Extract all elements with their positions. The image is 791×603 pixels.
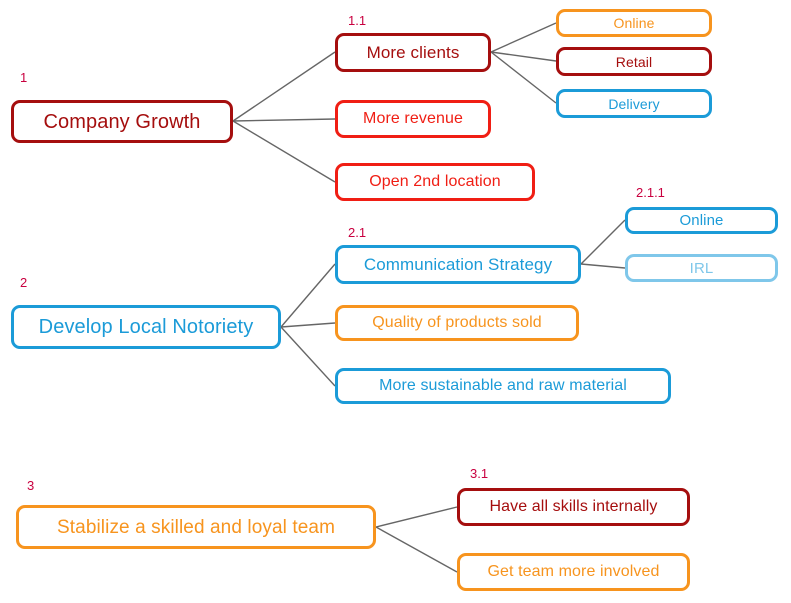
node-number-label-n1: 1	[20, 70, 28, 85]
node-number-label-n2_1_1: 2.1.1	[636, 185, 665, 200]
edge-n1_1-to-n1_1_2	[490, 51, 557, 62]
node-n1_1_1[interactable]: Online	[556, 9, 712, 37]
edge-n2-to-n2_1	[280, 263, 336, 328]
node-n1_1[interactable]: More clients	[335, 33, 491, 72]
node-n2_2[interactable]: Quality of products sold	[335, 305, 579, 341]
node-n3_1[interactable]: Have all skills internally	[457, 488, 690, 526]
edge-n2_1-to-n2_1_1	[580, 219, 626, 265]
node-n1_1_3[interactable]: Delivery	[556, 89, 712, 118]
node-n2_1_1[interactable]: Online	[625, 207, 778, 234]
edge-n1-to-n1_3	[232, 120, 336, 183]
edge-n2-to-n2_3	[280, 326, 336, 387]
node-n1[interactable]: Company Growth	[11, 100, 233, 143]
edge-n1_1-to-n1_1_3	[490, 51, 557, 104]
edge-n1-to-n1_2	[232, 118, 336, 122]
node-n2_1_2[interactable]: IRL	[625, 254, 778, 282]
edge-n1_1-to-n1_1_1	[490, 22, 557, 53]
node-number-label-n1_1: 1.1	[348, 13, 367, 28]
edge-n1-to-n1_1	[232, 51, 336, 122]
node-number-label-n3_1: 3.1	[470, 466, 489, 481]
node-n1_1_2[interactable]: Retail	[556, 47, 712, 76]
node-n2_3[interactable]: More sustainable and raw material	[335, 368, 671, 404]
node-number-label-n2_1: 2.1	[348, 225, 367, 240]
edge-n3-to-n3_1	[375, 506, 458, 528]
node-n2[interactable]: Develop Local Notoriety	[11, 305, 281, 349]
edge-n2_1-to-n2_1_2	[580, 263, 626, 269]
node-n3[interactable]: Stabilize a skilled and loyal team	[16, 505, 376, 549]
node-n1_2[interactable]: More revenue	[335, 100, 491, 138]
node-n1_3[interactable]: Open 2nd location	[335, 163, 535, 201]
node-number-label-n3: 3	[27, 478, 35, 493]
node-number-label-n2: 2	[20, 275, 28, 290]
edge-n3-to-n3_2	[375, 526, 458, 573]
edge-n2-to-n2_2	[280, 322, 336, 328]
node-n3_2[interactable]: Get team more involved	[457, 553, 690, 591]
node-n2_1[interactable]: Communication Strategy	[335, 245, 581, 284]
